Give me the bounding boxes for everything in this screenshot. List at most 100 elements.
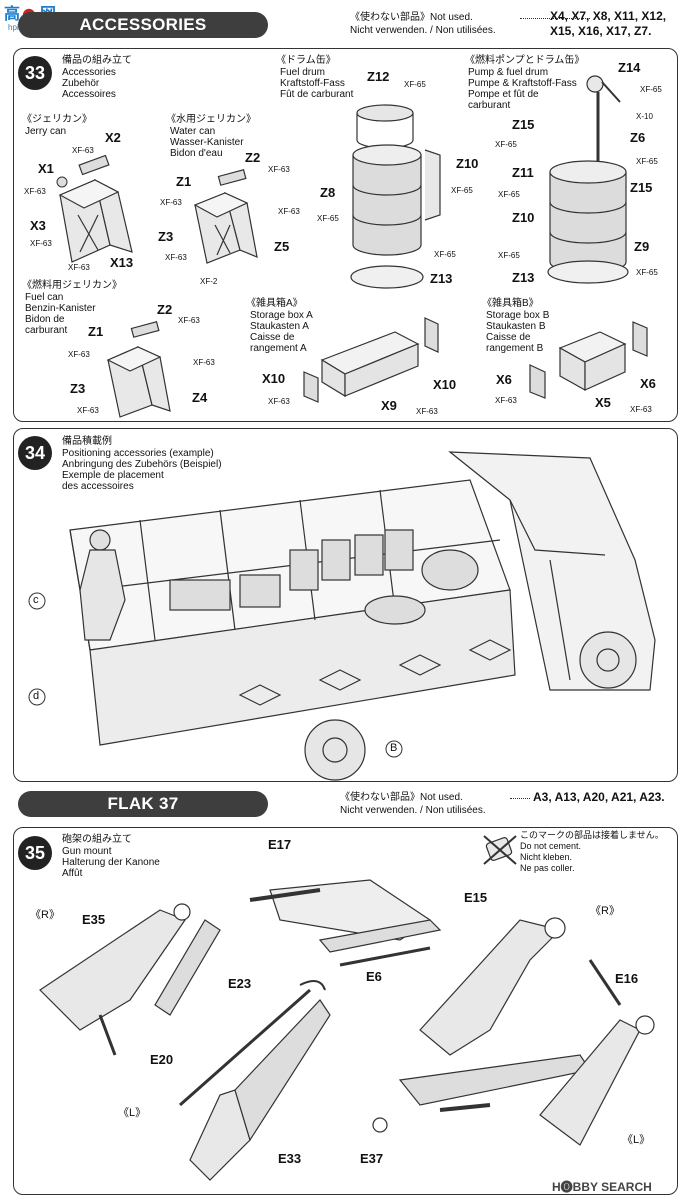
step33-title-de: Zubehör	[62, 78, 100, 89]
step34-title-jp: 備品積載例	[62, 436, 112, 447]
paint-xf63: XF-63	[278, 207, 300, 216]
label-z1: Z1	[176, 174, 192, 189]
label-x5: X5	[595, 395, 611, 410]
label-z9: Z9	[634, 239, 650, 254]
side-l-1: 《L》	[118, 1107, 147, 1119]
step34-title-fr2: des accessoires	[62, 481, 134, 492]
paint-xf65: XF-65	[451, 186, 473, 195]
label-z8: Z8	[320, 185, 336, 200]
paint-xf65: XF-65	[640, 85, 662, 94]
label-z11: Z11	[512, 165, 534, 180]
box-b-fr2: rangement B	[486, 343, 544, 354]
label-z13: Z13	[512, 270, 535, 285]
step34-title-fr1: Exemple de placement	[62, 470, 164, 481]
paint-xf63: XF-63	[268, 165, 290, 174]
fuel-can-jp: 《燃料用ジェリカン》	[22, 280, 122, 291]
pump-drum-en: Pump & fuel drum	[468, 67, 549, 78]
step34-title-en: Positioning accessories (example)	[62, 448, 214, 459]
water-can-de: Wasser-Kanister	[170, 137, 244, 148]
paint-xf65: XF-65	[495, 140, 517, 149]
gun-mount-drawing	[39, 879, 655, 1181]
box-a-jp: 《雑具箱A》	[246, 298, 303, 309]
box-a-de: Staukasten A	[250, 321, 309, 332]
box-a-en: Storage box A	[250, 310, 313, 321]
paint-xf63: XF-63	[24, 187, 46, 196]
pump-drum-drawing	[547, 75, 629, 284]
fuel-drum-drawing	[350, 104, 441, 289]
side-l-2: 《L》	[622, 1134, 651, 1146]
label-z5: Z5	[274, 239, 290, 254]
paint-xf65: XF-65	[498, 251, 520, 260]
side-r-1: 《R》	[30, 909, 60, 921]
water-can-en: Water can	[170, 126, 216, 137]
fuel-drum-de: Kraftstoff-Fass	[280, 78, 345, 89]
label-x13: X13	[110, 255, 134, 270]
label-x9: X9	[381, 398, 397, 413]
label-z2: Z2	[245, 150, 261, 165]
no-glue-jp: このマークの部品は接着しません。	[520, 830, 664, 840]
paint-x10: X-10	[636, 112, 653, 121]
paint-xf63: XF-63	[165, 253, 187, 262]
paint-xf65: XF-65	[434, 250, 456, 259]
paint-xf65: XF-65	[636, 157, 658, 166]
label-z15: Z15	[512, 117, 535, 132]
not-used-dots	[510, 798, 530, 799]
label-z10: Z10	[456, 156, 479, 171]
label-x2: X2	[105, 130, 121, 145]
section-header-flak37: FLAK 37	[18, 791, 268, 817]
callout-d: d	[33, 690, 40, 702]
label-x10: X10	[262, 371, 286, 386]
step35-title-en: Gun mount	[62, 846, 112, 857]
fuel-drum-fr: Fût de carburant	[280, 89, 354, 100]
box-b-en: Storage box B	[486, 310, 550, 321]
part-e16: E16	[615, 971, 639, 986]
step33-title-fr: Accessoires	[62, 89, 116, 100]
pump-drum-de: Pumpe & Kraftstoff-Fass	[468, 78, 577, 89]
callout-d-icon	[28, 688, 46, 706]
step34-title-de: Anbringung des Zubehörs (Beispiel)	[62, 459, 222, 470]
box-b-jp: 《雑具箱B》	[482, 298, 539, 309]
step33-box	[13, 48, 678, 422]
paint-xf63: XF-63	[193, 358, 215, 367]
label-z15: Z15	[630, 180, 653, 195]
step33-title-jp: 備品の組み立て	[62, 55, 132, 66]
paint-xf63: XF-63	[160, 198, 182, 207]
paint-xf65: XF-65	[404, 80, 426, 89]
no-glue-en: Do not cement.	[520, 841, 582, 851]
svg-text:高: 高	[4, 4, 20, 23]
box-a-fr1: Caisse de	[250, 332, 295, 343]
not-used-jp: 《使わない部品》Not used.	[350, 12, 473, 23]
paint-xf63: XF-63	[72, 146, 94, 155]
water-can-jp: 《水用ジェリカン》	[166, 114, 256, 125]
paint-xf63: XF-63	[178, 316, 200, 325]
callout-b: B	[390, 742, 398, 754]
step34-box	[13, 428, 678, 782]
box-b-drawing	[529, 321, 648, 399]
label-x6: X6	[496, 372, 512, 387]
paint-xf65: XF-65	[498, 190, 520, 199]
part-e6: E6	[366, 969, 382, 984]
callout-c: c	[33, 594, 39, 606]
step35-title-de: Halterung der Kanone	[62, 857, 160, 868]
not-used-dots	[520, 18, 590, 19]
jerry-can-jp: 《ジェリカン》	[22, 114, 92, 125]
label-x3: X3	[30, 218, 46, 233]
paint-xf63: XF-63	[77, 406, 99, 415]
truck-drawing	[69, 451, 656, 781]
part-e37: E37	[360, 1151, 384, 1166]
step33-title-en: Accessories	[62, 67, 116, 78]
part-e20: E20	[150, 1052, 174, 1067]
box-a-fr2: rangement A	[250, 343, 307, 354]
fuel-can-en: Fuel can	[25, 292, 64, 303]
callout-c-icon	[28, 592, 46, 610]
label-z3: Z3	[70, 381, 86, 396]
part-e33: E33	[278, 1151, 302, 1166]
not-used-de-fr: Nicht verwenden. / Non utilisées.	[350, 25, 496, 36]
fuel-drum-jp: 《ドラム缶》	[276, 55, 336, 66]
step34-number: 34	[18, 436, 52, 470]
pump-drum-fr1: Pompe et fût de	[468, 89, 539, 100]
paint-xf63: XF-63	[68, 350, 90, 359]
box-b-de: Staukasten B	[486, 321, 546, 332]
step35-number: 35	[18, 836, 52, 870]
paint-xf63: XF-63	[268, 397, 290, 406]
